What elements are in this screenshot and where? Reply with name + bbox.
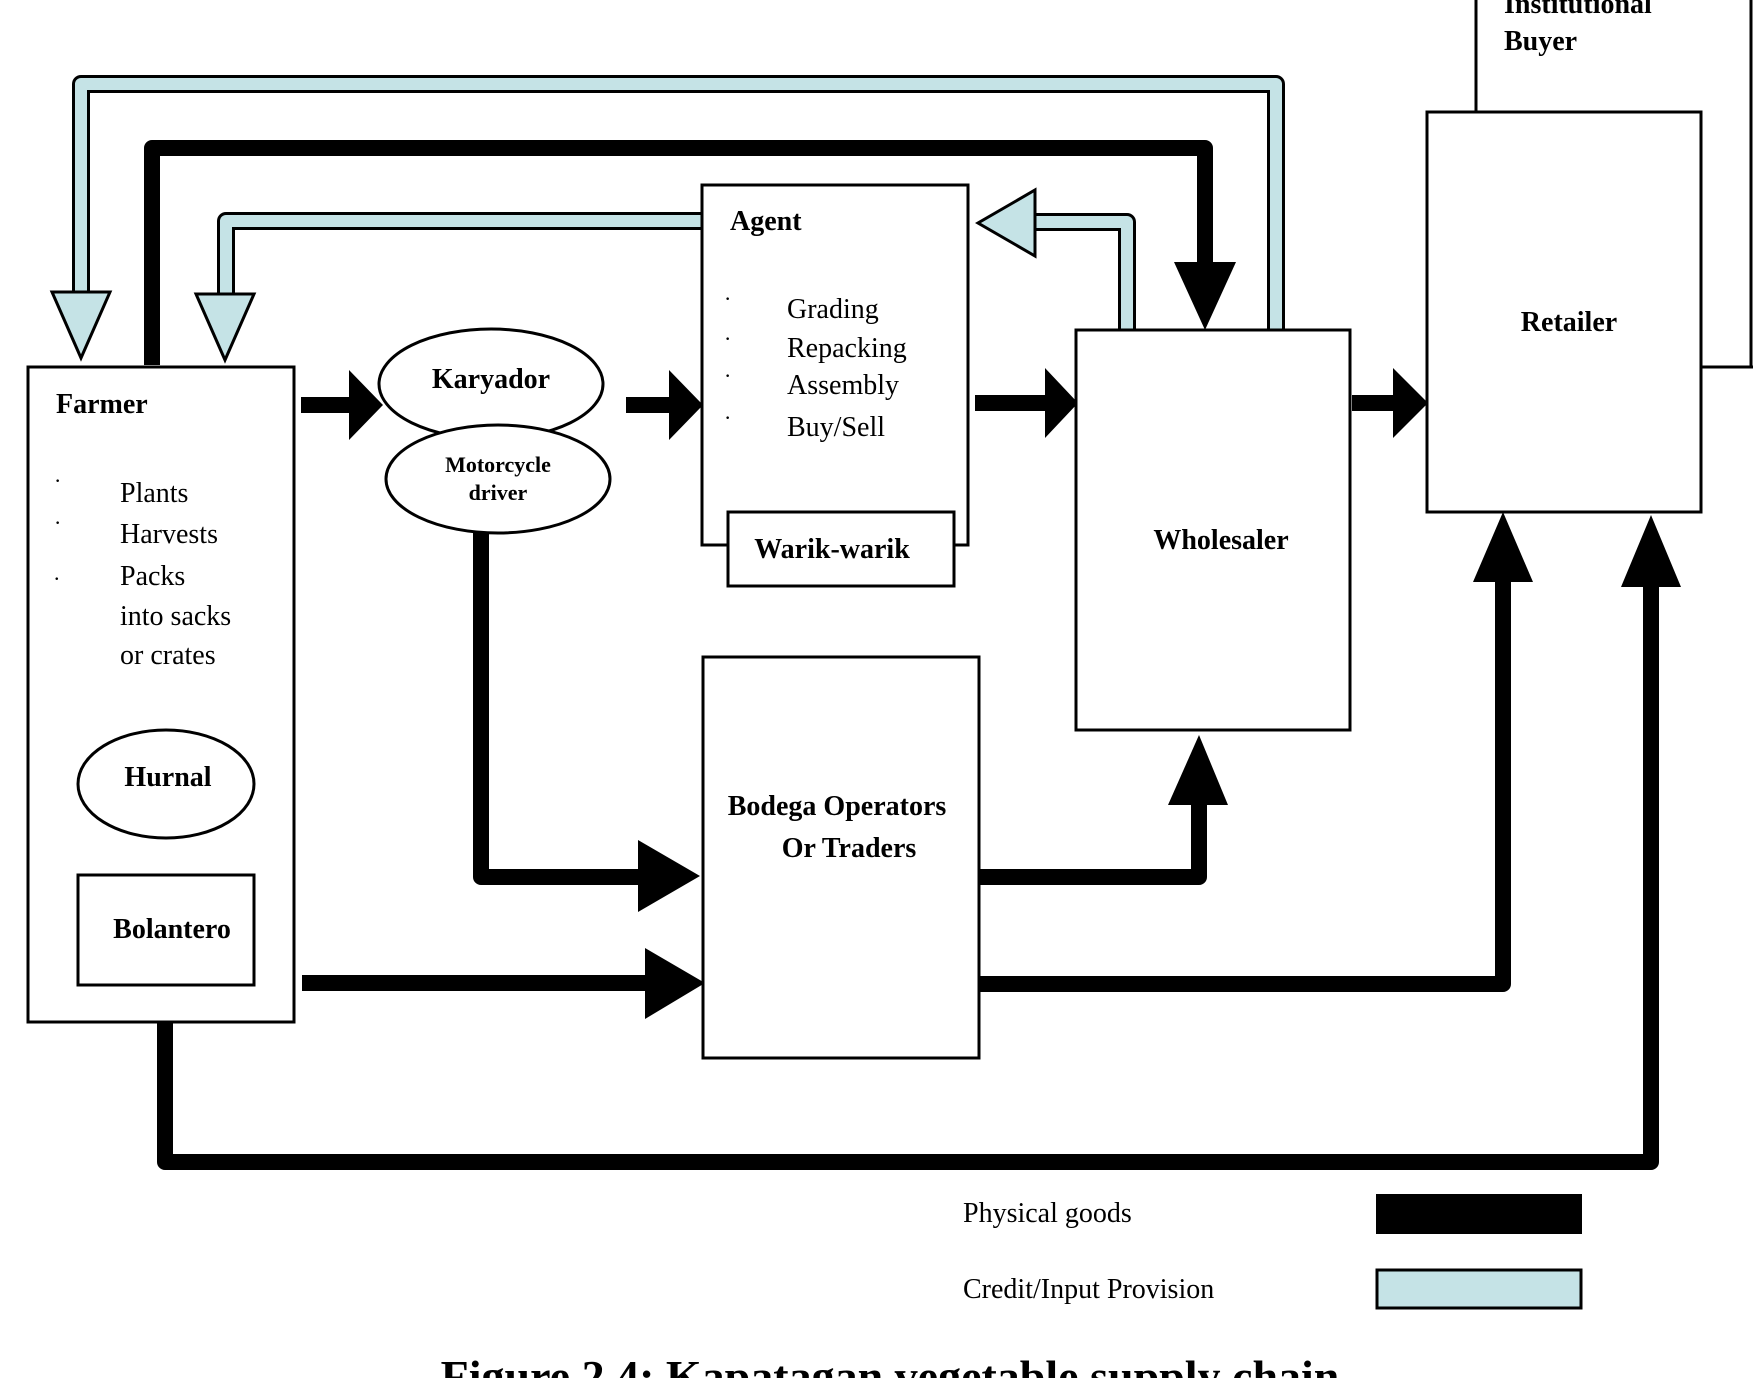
agent-bullet: Assembly (787, 370, 899, 401)
agent-bullet: Buy/Sell (787, 412, 885, 443)
physical-arrowhead (1473, 512, 1533, 582)
physical-flows (144, 140, 1681, 1170)
karyador-label: Karyador (432, 364, 550, 395)
node-retailer: Retailer (1425, 110, 1703, 514)
node-wholesaler: Wholesaler (1074, 328, 1352, 732)
node-bolantero: Bolantero (76, 873, 256, 987)
farmer-title: Farmer (56, 389, 148, 420)
physical-arrowhead (1174, 262, 1236, 330)
bullet-dot: · (724, 286, 731, 311)
flow-farmer-to-karyador (301, 397, 351, 413)
institutional-buyer-line2: Buyer (1504, 26, 1577, 57)
agent-bullet: Grading (787, 294, 879, 325)
physical-arrowhead (1045, 368, 1078, 438)
legend-credit-label: Credit/Input Provision (963, 1274, 1214, 1305)
node-warik-warik: Warik-warik (726, 510, 956, 588)
bullet-dot: · (54, 468, 61, 493)
motorcycle-line2: driver (469, 480, 528, 505)
legend: Physical goods Credit/Input Provision (963, 1194, 1583, 1310)
institutional-buyer-line1: Institutional (1504, 0, 1652, 20)
farmer-bullet: Plants (120, 478, 188, 509)
flow-agent-to-wholesaler (975, 395, 1047, 411)
bullet-dot: · (724, 326, 731, 351)
node-agent: Agent · Grading · Repacking · Assembly ·… (700, 183, 970, 547)
credit-arrowhead (193, 292, 257, 364)
credit-flow-agent-to-farmer (193, 212, 703, 364)
bullet-dot: · (54, 510, 61, 535)
physical-arrowhead (1168, 735, 1228, 805)
agent-bullet: Repacking (787, 333, 907, 364)
node-karyador: Karyador (377, 327, 605, 441)
credit-flows (49, 75, 1285, 364)
bullet-dot: · (724, 405, 731, 430)
physical-arrowhead (645, 948, 705, 1019)
wholesaler-label: Wholesaler (1153, 525, 1288, 556)
retailer-label: Retailer (1521, 307, 1617, 338)
figure-caption: Figure 2.4: Kapatagan vegetable supply c… (441, 1351, 1340, 1378)
physical-arrowhead (638, 840, 700, 912)
bodega-line1: Bodega Operators (728, 791, 947, 822)
flow-bodega-to-wholesaler (979, 800, 1207, 885)
flow-motorcycle-to-bodega (473, 532, 640, 885)
node-hurnal: Hurnal (76, 728, 256, 840)
flow-wholesaler-to-retailer (1352, 395, 1395, 411)
physical-arrowhead (669, 370, 703, 440)
node-institutional-buyer: Institutional Buyer (1474, 0, 1753, 369)
flow-farmer-to-bodega (302, 975, 647, 991)
bullet-dot: . (54, 560, 60, 585)
legend-physical-swatch (1376, 1194, 1582, 1234)
physical-arrowhead (1393, 368, 1428, 438)
farmer-bullet-cont: or crates (120, 640, 216, 671)
bullet-dot: · (724, 363, 731, 388)
flow-farmer-to-wholesaler (144, 140, 1213, 365)
legend-physical-label: Physical goods (963, 1198, 1132, 1229)
bodega-line2: Or Traders (782, 833, 917, 864)
warik-warik-label: Warik-warik (754, 534, 910, 565)
agent-title: Agent (730, 206, 802, 237)
flow-bodega-to-retailer (979, 578, 1511, 992)
credit-flow-wholesaler-to-farmer (49, 75, 1285, 362)
credit-arrowhead (975, 187, 1037, 259)
credit-arrowhead (49, 290, 113, 362)
farmer-bullet: Harvests (120, 519, 218, 550)
flow-bolantero-to-retailer (157, 582, 1659, 1170)
physical-arrowhead (1621, 515, 1681, 587)
flow-karyador-to-agent (626, 397, 671, 413)
hurnal-label: Hurnal (124, 762, 211, 793)
node-motorcycle-driver: Motorcycle driver (384, 423, 612, 535)
bolantero-label: Bolantero (113, 914, 231, 945)
node-bodega-operators: Bodega Operators Or Traders (701, 655, 981, 1060)
motorcycle-line1: Motorcycle (445, 452, 551, 477)
farmer-bullet: Packs (120, 561, 185, 592)
legend-credit-swatch (1375, 1268, 1583, 1310)
physical-arrowhead (349, 370, 383, 440)
credit-flow-wholesaler-to-agent (975, 187, 1136, 330)
farmer-bullet-cont: into sacks (120, 601, 231, 632)
